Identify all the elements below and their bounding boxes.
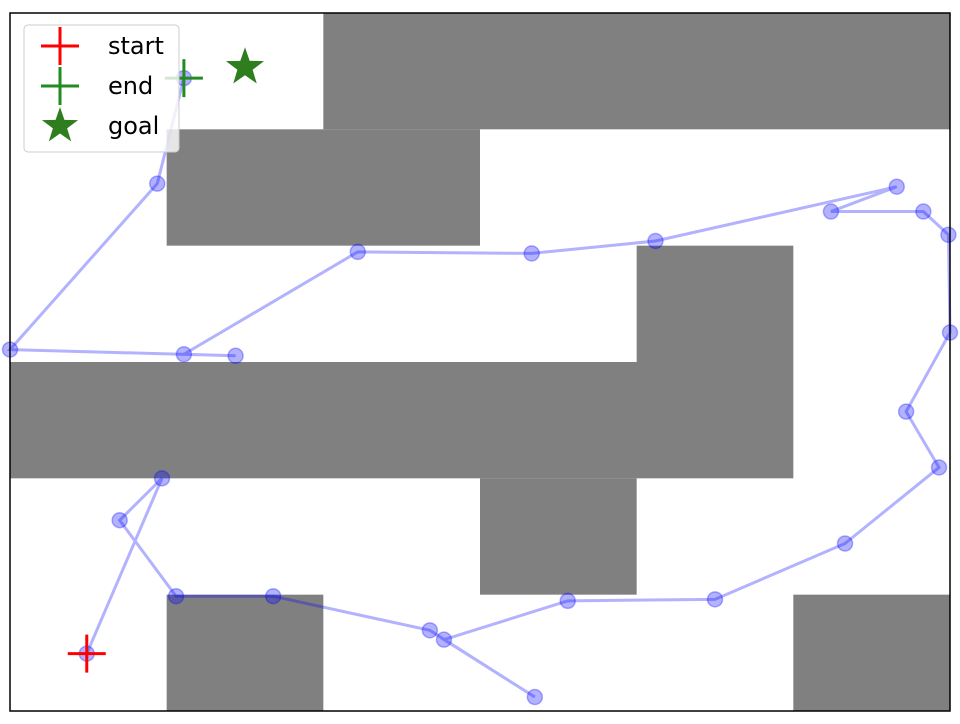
path-point-25: [149, 175, 166, 192]
legend-label-goal: goal: [108, 112, 159, 140]
path-point-19: [647, 232, 664, 250]
path-point-5: [264, 587, 282, 605]
legend-end-marker: [41, 67, 79, 105]
legend-entry-start: start: [41, 27, 164, 65]
path-line: [6, 77, 952, 699]
legend-goal-marker: [41, 107, 79, 142]
path-point-12: [930, 459, 948, 476]
path-point-10: [706, 591, 724, 608]
legend-marker-2-star: [41, 107, 79, 142]
legend-start-marker: [41, 27, 79, 65]
path-point-9: [559, 592, 576, 610]
path-point-13: [897, 403, 915, 420]
legend-label-end: end: [108, 72, 153, 100]
goal-marker: [225, 47, 265, 84]
legend: start end goal: [23, 24, 180, 153]
obstacle-3: [10, 362, 794, 479]
path-point-3: [111, 511, 128, 529]
legend-entry-end: end: [41, 67, 153, 105]
legend-label-start: start: [108, 32, 164, 60]
path-point-17: [822, 203, 840, 220]
path-point-23: [227, 347, 244, 365]
obstacle-4: [636, 245, 794, 362]
obstacle-1: [323, 13, 950, 130]
path-point-21: [349, 243, 367, 261]
obstacle-6: [166, 594, 324, 711]
path-point-6: [421, 622, 439, 639]
path-point-7: [526, 688, 544, 706]
start-marker: [67, 634, 106, 673]
path-point-18: [888, 178, 905, 195]
path-point-2: [153, 470, 171, 487]
obstacle-5: [480, 478, 637, 595]
legend-entry-goal: goal: [41, 107, 159, 142]
path-layer: [1, 69, 959, 706]
path-point-11: [836, 535, 854, 552]
path-point-16: [915, 203, 932, 220]
path-point-15: [940, 226, 957, 244]
plot-frame: [9, 12, 951, 712]
obstacle-2: [166, 129, 480, 246]
path-point-4: [167, 587, 185, 605]
path-point-8: [435, 631, 453, 648]
path-point-22: [175, 345, 193, 363]
obstacles-layer: [10, 13, 950, 711]
path-point-20: [523, 245, 540, 262]
obstacle-7: [793, 594, 950, 711]
